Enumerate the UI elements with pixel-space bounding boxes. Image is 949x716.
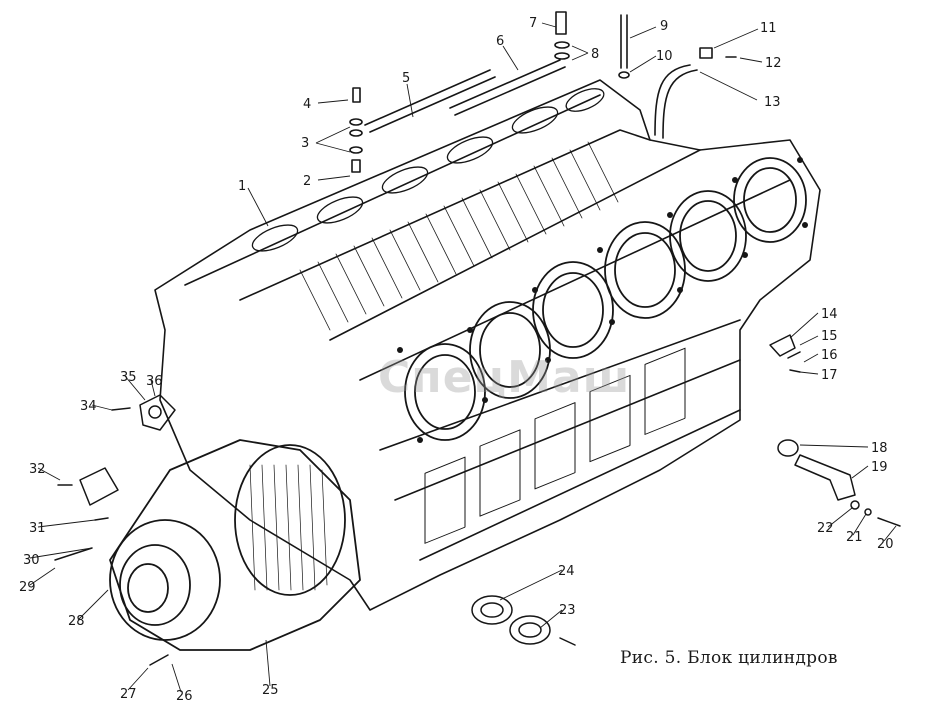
front-housing	[109, 439, 361, 651]
bottom-covers	[471, 595, 576, 646]
callout-2: 2	[303, 174, 311, 189]
bank-fin-hatching	[299, 141, 619, 331]
crankcase-panels	[424, 347, 686, 544]
callout-19: 19	[871, 460, 888, 475]
callout-14: 14	[821, 307, 838, 322]
figure-caption: Рис. 5. Блок цилиндров	[620, 648, 838, 668]
top-fittings	[349, 11, 737, 173]
callout-32: 32	[29, 462, 46, 477]
callout-34: 34	[80, 399, 97, 414]
stud-holes	[397, 157, 808, 443]
callout-20: 20	[877, 537, 894, 552]
callout-9: 9	[660, 19, 668, 34]
engine-block	[154, 79, 821, 611]
callout-26: 26	[176, 689, 193, 704]
callout-3: 3	[301, 136, 309, 151]
watermark-text: СпецМаш	[378, 352, 631, 403]
callout-35: 35	[120, 370, 137, 385]
callout-23: 23	[559, 603, 576, 618]
callout-5: 5	[402, 71, 410, 86]
callout-24: 24	[558, 564, 575, 579]
right-side-parts	[769, 334, 901, 527]
callout-6: 6	[496, 34, 504, 49]
callout-7: 7	[529, 16, 537, 31]
callout-11: 11	[760, 21, 777, 36]
callout-22: 22	[817, 521, 834, 536]
callout-25: 25	[262, 683, 279, 698]
callout-29: 29	[19, 580, 36, 595]
cylinder-bores	[404, 157, 807, 441]
callout-10: 10	[656, 49, 673, 64]
callout-16: 16	[821, 348, 838, 363]
callout-15: 15	[821, 329, 838, 344]
port-openings	[251, 88, 605, 252]
callout-30: 30	[23, 553, 40, 568]
callout-28: 28	[68, 614, 85, 629]
left-side-parts	[54, 394, 176, 666]
callout-31: 31	[29, 521, 46, 536]
callout-12: 12	[765, 56, 782, 71]
callout-1: 1	[238, 179, 246, 194]
callout-27: 27	[120, 687, 137, 702]
housing-hatching	[249, 464, 328, 591]
callout-18: 18	[871, 441, 888, 456]
callout-17: 17	[821, 368, 838, 383]
callout-13: 13	[764, 95, 781, 110]
callout-8: 8	[591, 47, 599, 62]
callout-4: 4	[303, 97, 311, 112]
leader-lines	[29, 22, 897, 693]
callout-36: 36	[146, 374, 163, 389]
callout-21: 21	[846, 530, 863, 545]
callout-labels: 1 2 3 4 5 6 7 8 9 10 11 12 13 14 15 16 1…	[19, 16, 894, 704]
